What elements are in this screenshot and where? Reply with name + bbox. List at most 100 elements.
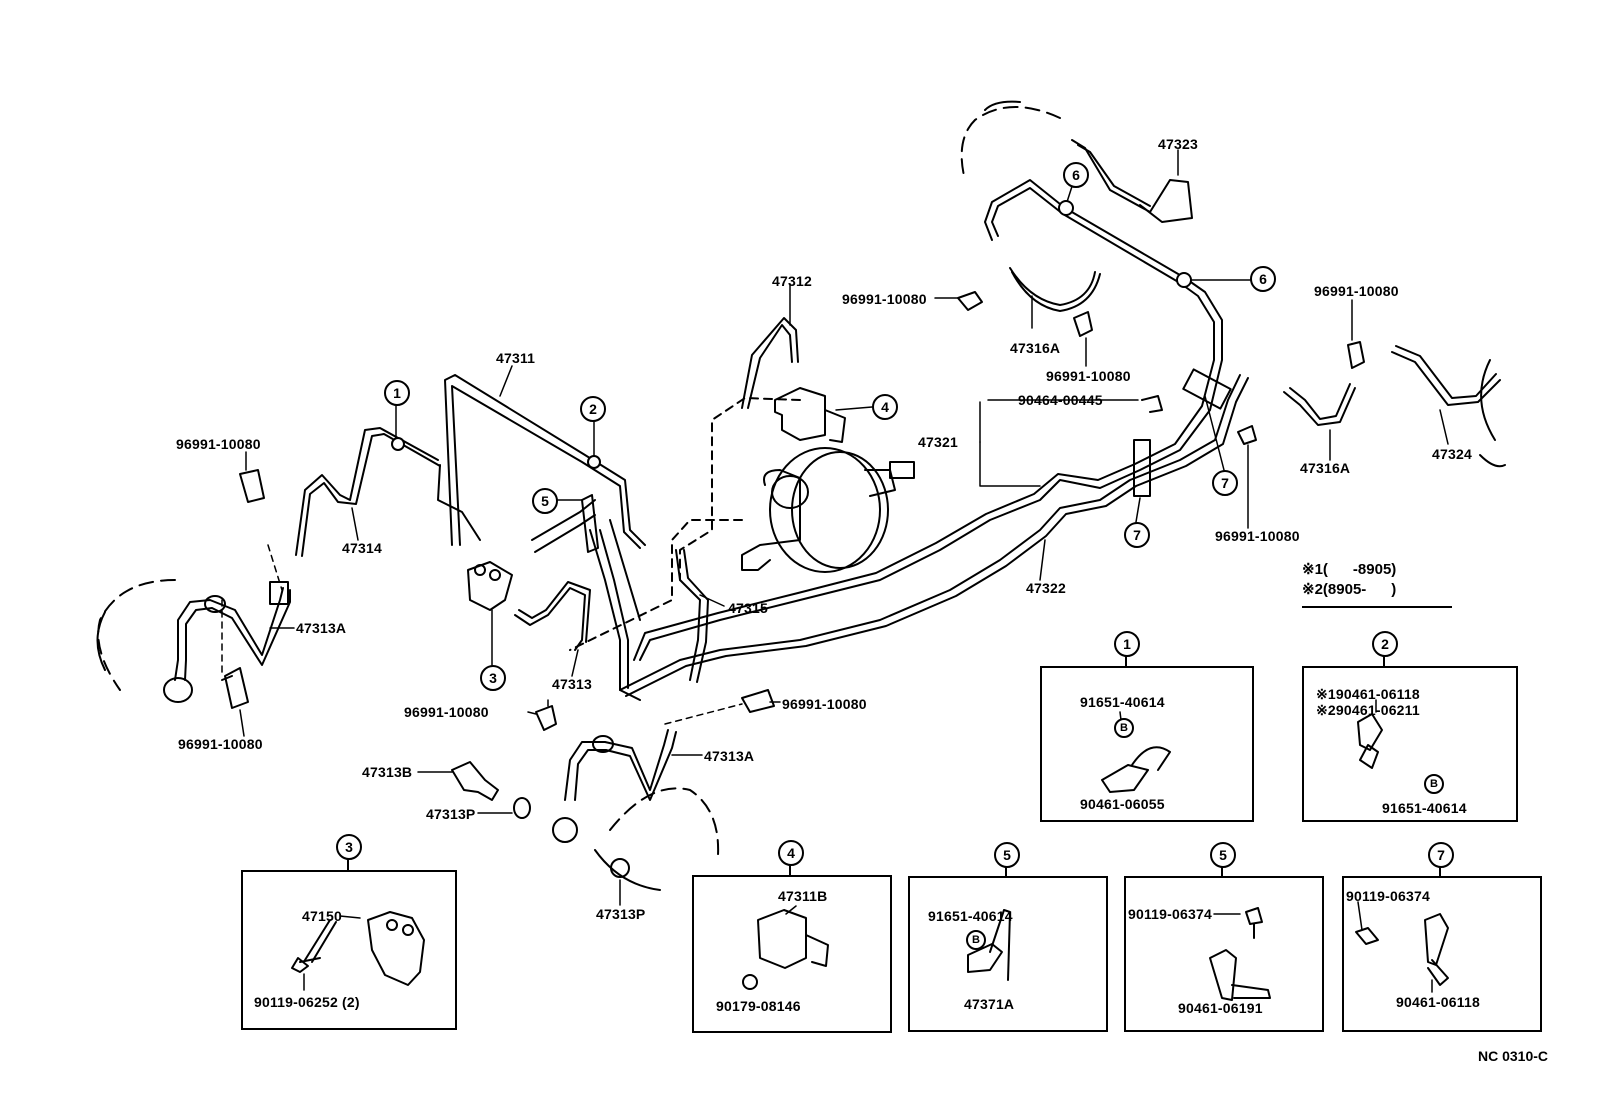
pipe-upper <box>639 179 1223 661</box>
wheel-arc-right <box>1480 359 1496 441</box>
label-47324: 47324 <box>1432 446 1472 462</box>
box2-bottom-part: 91651-40614 <box>1382 800 1467 816</box>
detail-box-3 <box>241 870 457 1030</box>
detail-box-4 <box>692 875 892 1033</box>
clip-96991-c <box>1347 341 1365 369</box>
box5b-bolt: 90119-06374 <box>1128 906 1212 922</box>
box7-bolt: 90119-06374 <box>1346 888 1430 904</box>
box7-callout: 7 <box>1428 842 1454 868</box>
production-notes: ※1( -8905) ※2(8905- ) <box>1302 560 1452 608</box>
clip-96991-f <box>741 689 775 713</box>
callout-6-top: 6 <box>1063 162 1089 188</box>
box1-mark: B <box>1114 718 1134 738</box>
clip-96991-g <box>535 705 557 731</box>
label-47315: 47315 <box>728 600 768 616</box>
box5b-callout: 5 <box>1210 842 1236 868</box>
hose-47316A-right <box>1283 387 1356 426</box>
note-1-text: ( -8905) <box>1322 561 1397 578</box>
callout-3: 3 <box>480 665 506 691</box>
wheel-arc-top <box>960 106 1061 181</box>
note-1: ※1( -8905) <box>1302 560 1452 580</box>
clip-96991-d <box>1237 425 1257 445</box>
label-47311: 47311 <box>496 350 536 366</box>
box5a-mark: B <box>966 930 986 950</box>
label-96991-f: 96991-10080 <box>404 704 489 720</box>
pipe-47314 <box>295 427 439 556</box>
box5b-bottom-part: 90461-06191 <box>1178 1000 1263 1016</box>
detail-box-2 <box>1302 666 1518 822</box>
box1-top-part: 91651-40614 <box>1080 694 1165 710</box>
label-96991-b: 96991-10080 <box>1046 368 1131 384</box>
label-47322: 47322 <box>1026 580 1066 596</box>
box2-mark: B <box>1424 774 1444 794</box>
clip-96991-a <box>957 291 983 311</box>
label-47316A-top: 47316A <box>1010 340 1061 356</box>
pipe-47322 <box>619 374 1241 691</box>
detail-box-1 <box>1040 666 1254 822</box>
label-47313B: 47313B <box>362 764 413 780</box>
pipe-47324 <box>1391 351 1501 406</box>
clamp-7b <box>1133 439 1151 497</box>
box1-bottom-part: 90461-06055 <box>1080 796 1165 812</box>
box2-line1: ※190461-06118 <box>1316 686 1420 702</box>
callout-6-right: 6 <box>1250 266 1276 292</box>
label-47313P-a: 47313P <box>426 806 476 822</box>
callout-5: 5 <box>532 488 558 514</box>
label-47323: 47323 <box>1158 136 1198 152</box>
hose-47313A-left <box>174 587 284 681</box>
clamp-90464 <box>1141 395 1163 413</box>
label-47321: 47321 <box>918 434 958 450</box>
label-96991-e: 96991-10080 <box>176 436 261 452</box>
label-47313A-center: 47313A <box>704 748 755 764</box>
clamp-7a <box>1182 368 1232 410</box>
hose-47313A-center <box>564 729 669 801</box>
valve-4 <box>774 387 826 441</box>
label-47313A-left: 47313A <box>296 620 347 636</box>
booster <box>769 447 881 573</box>
hose-47316A-top <box>1009 267 1096 306</box>
callout-7-a: 7 <box>1212 470 1238 496</box>
bolt-47313B <box>451 761 499 801</box>
pipe-47315 <box>675 549 701 681</box>
detail-box-5b <box>1124 876 1324 1032</box>
box4-part: 47311B <box>778 888 828 904</box>
notes-rule <box>1302 606 1452 608</box>
box3-callout: 3 <box>336 834 362 860</box>
box4-nut: 90179-08146 <box>716 998 801 1014</box>
note-1-mark: ※1 <box>1302 561 1323 578</box>
note-2-mark: ※2 <box>1302 581 1323 598</box>
label-47313: 47313 <box>552 676 592 692</box>
master-cylinder <box>741 469 801 571</box>
box2-line2: ※290461-06211 <box>1316 702 1420 718</box>
callout-4: 4 <box>872 394 898 420</box>
note-2: ※2(8905- ) <box>1302 580 1452 600</box>
label-47316A-right: 47316A <box>1300 460 1351 476</box>
label-47313P-b: 47313P <box>596 906 646 922</box>
label-47312: 47312 <box>772 273 812 289</box>
box2-callout: 2 <box>1372 631 1398 657</box>
box5a-callout: 5 <box>994 842 1020 868</box>
label-96991-g: 96991-10080 <box>782 696 867 712</box>
label-96991-h: 96991-10080 <box>178 736 263 752</box>
clip-96991-e <box>239 469 265 503</box>
label-90464: 90464-00445 <box>1018 392 1103 408</box>
box1-callout: 1 <box>1114 631 1140 657</box>
box4-callout: 4 <box>778 840 804 866</box>
callout-2: 2 <box>580 396 606 422</box>
box3-part: 47150 <box>302 908 342 924</box>
label-96991-a: 96991-10080 <box>842 291 927 307</box>
label-47314: 47314 <box>342 540 382 556</box>
label-96991-c: 96991-10080 <box>1314 283 1399 299</box>
clip-96991-b <box>1073 311 1093 337</box>
box3-bolt: 90119-06252 (2) <box>254 994 360 1010</box>
pipe-47323 <box>1071 139 1193 223</box>
box5a-bottom-part: 47371A <box>964 996 1015 1012</box>
detail-box-5a <box>908 876 1108 1032</box>
pipe-47312 <box>747 324 793 409</box>
clamp-5 <box>581 494 599 553</box>
pipe-47311 <box>444 374 646 546</box>
box7-bottom-part: 90461-06118 <box>1396 994 1480 1010</box>
wheel-left <box>97 579 176 691</box>
pipe-47313 <box>514 587 586 651</box>
